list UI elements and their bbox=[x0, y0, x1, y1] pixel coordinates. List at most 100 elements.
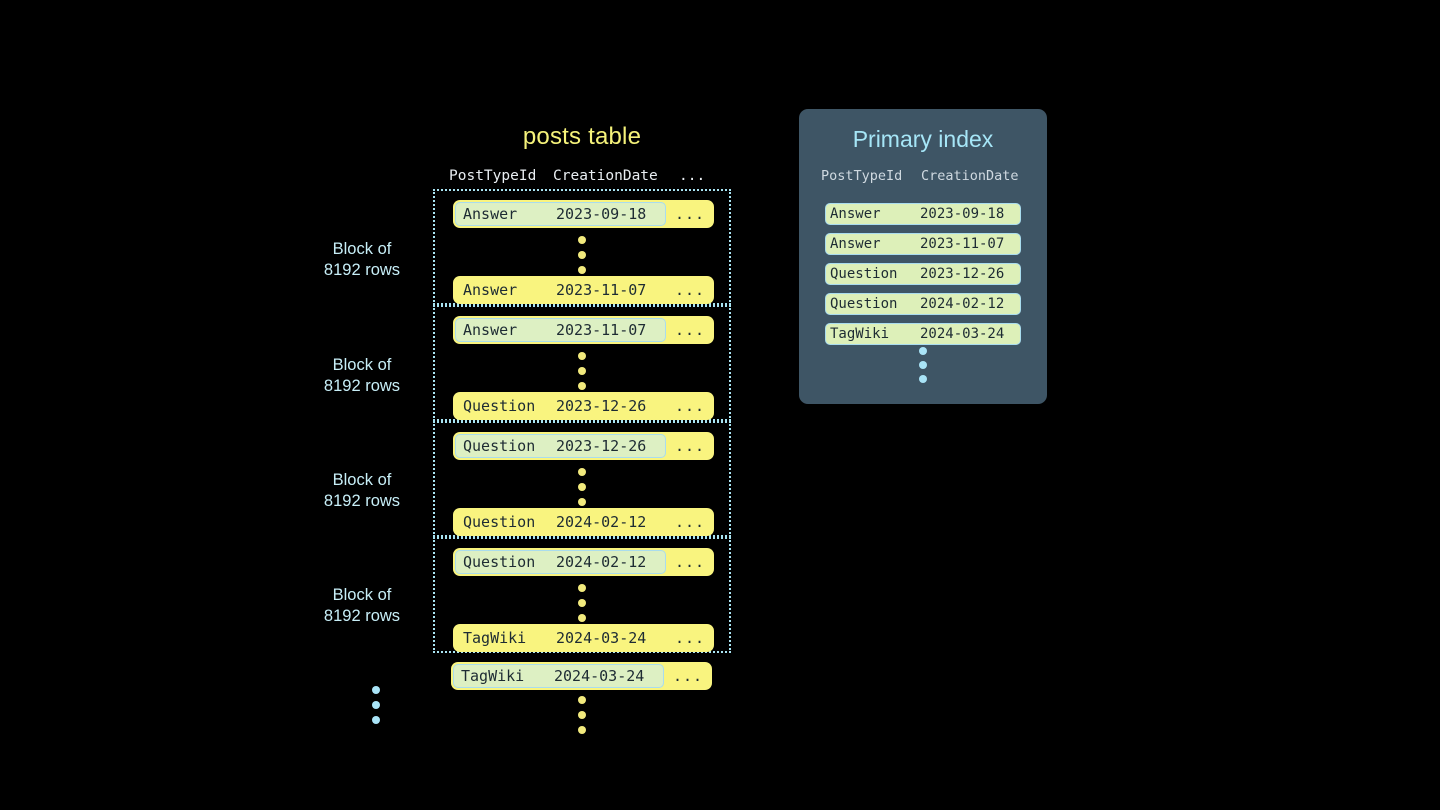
table-row-trailing: TagWiki 2024-03-24 ... bbox=[451, 662, 712, 690]
block-3-label: Block of 8192 rows bbox=[300, 470, 424, 512]
cell-posttypeid: Answer bbox=[463, 281, 518, 299]
posts-table-column-headers: PostTypeId CreationDate ... bbox=[449, 166, 713, 186]
row-key-cells: Question 2023-12-26 bbox=[455, 434, 666, 458]
cell-posttypeid: Question bbox=[463, 553, 536, 571]
column-header-creationdate: CreationDate bbox=[921, 168, 1019, 184]
cell-posttypeid: Question bbox=[463, 397, 536, 415]
row-key-cells: TagWiki 2024-03-24 bbox=[455, 626, 666, 650]
cell-ellipsis: ... bbox=[672, 667, 704, 685]
cell-ellipsis: ... bbox=[674, 321, 706, 339]
rows-ellipsis-indicator bbox=[435, 236, 729, 274]
index-row: Answer 2023-09-18 bbox=[825, 203, 1021, 225]
block-1-label: Block of 8192 rows bbox=[300, 239, 424, 281]
block-label-line-1: Block of bbox=[332, 586, 392, 604]
posts-table-title: posts table bbox=[522, 123, 642, 150]
dot bbox=[372, 701, 380, 709]
cell-creationdate: 2023-11-07 bbox=[920, 236, 1005, 252]
cell-ellipsis: ... bbox=[674, 513, 706, 531]
table-row: Answer 2023-11-07 ... bbox=[453, 276, 714, 304]
block-label-line-1: Block of bbox=[332, 356, 392, 374]
block-3: Question 2023-12-26 ... Question 2024-02… bbox=[433, 421, 731, 537]
primary-index-panel: Primary index PostTypeId CreationDate An… bbox=[799, 109, 1047, 404]
column-header-posttypeid: PostTypeId bbox=[449, 168, 537, 184]
row-key-cells: Question 2024-02-12 bbox=[455, 510, 666, 534]
cell-posttypeid: Question bbox=[463, 437, 536, 455]
dot bbox=[578, 468, 586, 476]
cell-ellipsis: ... bbox=[674, 629, 706, 647]
cell-creationdate: 2024-03-24 bbox=[554, 667, 645, 685]
block-4: Question 2024-02-12 ... TagWiki 2024-03-… bbox=[433, 537, 731, 653]
cell-creationdate: 2023-09-18 bbox=[920, 206, 1005, 222]
block-label-line-2: 8192 rows bbox=[323, 607, 401, 625]
cell-posttypeid: TagWiki bbox=[461, 667, 525, 685]
primary-index-column-headers: PostTypeId CreationDate bbox=[821, 166, 1033, 186]
dot bbox=[578, 382, 586, 390]
cell-posttypeid: TagWiki bbox=[830, 326, 890, 342]
cell-creationdate: 2024-03-24 bbox=[920, 326, 1005, 342]
cell-creationdate: 2023-12-26 bbox=[556, 397, 647, 415]
cell-creationdate: 2024-03-24 bbox=[556, 629, 647, 647]
rows-ellipsis-indicator bbox=[435, 352, 729, 390]
table-row: Answer 2023-09-18 ... bbox=[453, 200, 714, 228]
table-row: Question 2024-02-12 ... bbox=[453, 508, 714, 536]
index-row: Answer 2023-11-07 bbox=[825, 233, 1021, 255]
table-row: TagWiki 2024-03-24 ... bbox=[453, 624, 714, 652]
cell-creationdate: 2024-02-12 bbox=[920, 296, 1005, 312]
cell-ellipsis: ... bbox=[674, 205, 706, 223]
block-label-line-2: 8192 rows bbox=[323, 377, 401, 395]
primary-index-title: Primary index bbox=[852, 126, 994, 152]
index-row: Question 2023-12-26 bbox=[825, 263, 1021, 285]
cell-creationdate: 2024-02-12 bbox=[556, 513, 647, 531]
dot bbox=[578, 251, 586, 259]
dot bbox=[578, 599, 586, 607]
cell-creationdate: 2023-12-26 bbox=[556, 437, 647, 455]
row-key-cells: Question 2024-02-12 bbox=[455, 550, 666, 574]
dot bbox=[578, 352, 586, 360]
block-label-line-2: 8192 rows bbox=[323, 492, 401, 510]
dot bbox=[578, 584, 586, 592]
dot bbox=[578, 367, 586, 375]
table-row: Question 2023-12-26 ... bbox=[453, 432, 714, 460]
dot bbox=[578, 498, 586, 506]
cell-posttypeid: Question bbox=[463, 513, 536, 531]
blocks-ellipsis-indicator bbox=[300, 686, 452, 724]
dot bbox=[919, 347, 927, 355]
cell-posttypeid: Answer bbox=[830, 236, 881, 252]
table-row: Answer 2023-11-07 ... bbox=[453, 316, 714, 344]
dot bbox=[578, 726, 586, 734]
cell-creationdate: 2023-12-26 bbox=[920, 266, 1005, 282]
row-key-cells: Answer 2023-09-18 bbox=[455, 202, 666, 226]
cell-creationdate: 2023-11-07 bbox=[556, 321, 647, 339]
dot bbox=[578, 483, 586, 491]
cell-posttypeid: Question bbox=[830, 266, 898, 282]
table-row: Question 2023-12-26 ... bbox=[453, 392, 714, 420]
index-row: Question 2024-02-12 bbox=[825, 293, 1021, 315]
row-key-cells: Answer 2023-11-07 bbox=[455, 278, 666, 302]
cell-creationdate: 2023-11-07 bbox=[556, 281, 647, 299]
cell-posttypeid: Answer bbox=[463, 321, 518, 339]
cell-creationdate: 2024-02-12 bbox=[556, 553, 647, 571]
dot bbox=[919, 361, 927, 369]
row-key-cells: TagWiki 2024-03-24 bbox=[453, 664, 664, 688]
dot bbox=[578, 236, 586, 244]
dot bbox=[372, 716, 380, 724]
dot bbox=[578, 711, 586, 719]
block-2: Answer 2023-11-07 ... Question 2023-12-2… bbox=[433, 305, 731, 421]
block-label-line-1: Block of bbox=[332, 240, 392, 258]
cell-posttypeid: Question bbox=[830, 296, 898, 312]
table-row: Question 2024-02-12 ... bbox=[453, 548, 714, 576]
column-header-ellipsis: ... bbox=[679, 168, 706, 184]
cell-posttypeid: Answer bbox=[463, 205, 518, 223]
row-key-cells: Answer 2023-11-07 bbox=[455, 318, 666, 342]
cell-creationdate: 2023-09-18 bbox=[556, 205, 647, 223]
block-label-line-1: Block of bbox=[332, 471, 392, 489]
cell-ellipsis: ... bbox=[674, 437, 706, 455]
block-4-label: Block of 8192 rows bbox=[300, 585, 424, 627]
block-1: Answer 2023-09-18 ... Answer 2023-11-07 … bbox=[433, 189, 731, 305]
dot bbox=[372, 686, 380, 694]
rows-ellipsis-indicator bbox=[435, 584, 729, 622]
cell-posttypeid: Answer bbox=[830, 206, 881, 222]
dot bbox=[578, 614, 586, 622]
dot bbox=[578, 696, 586, 704]
